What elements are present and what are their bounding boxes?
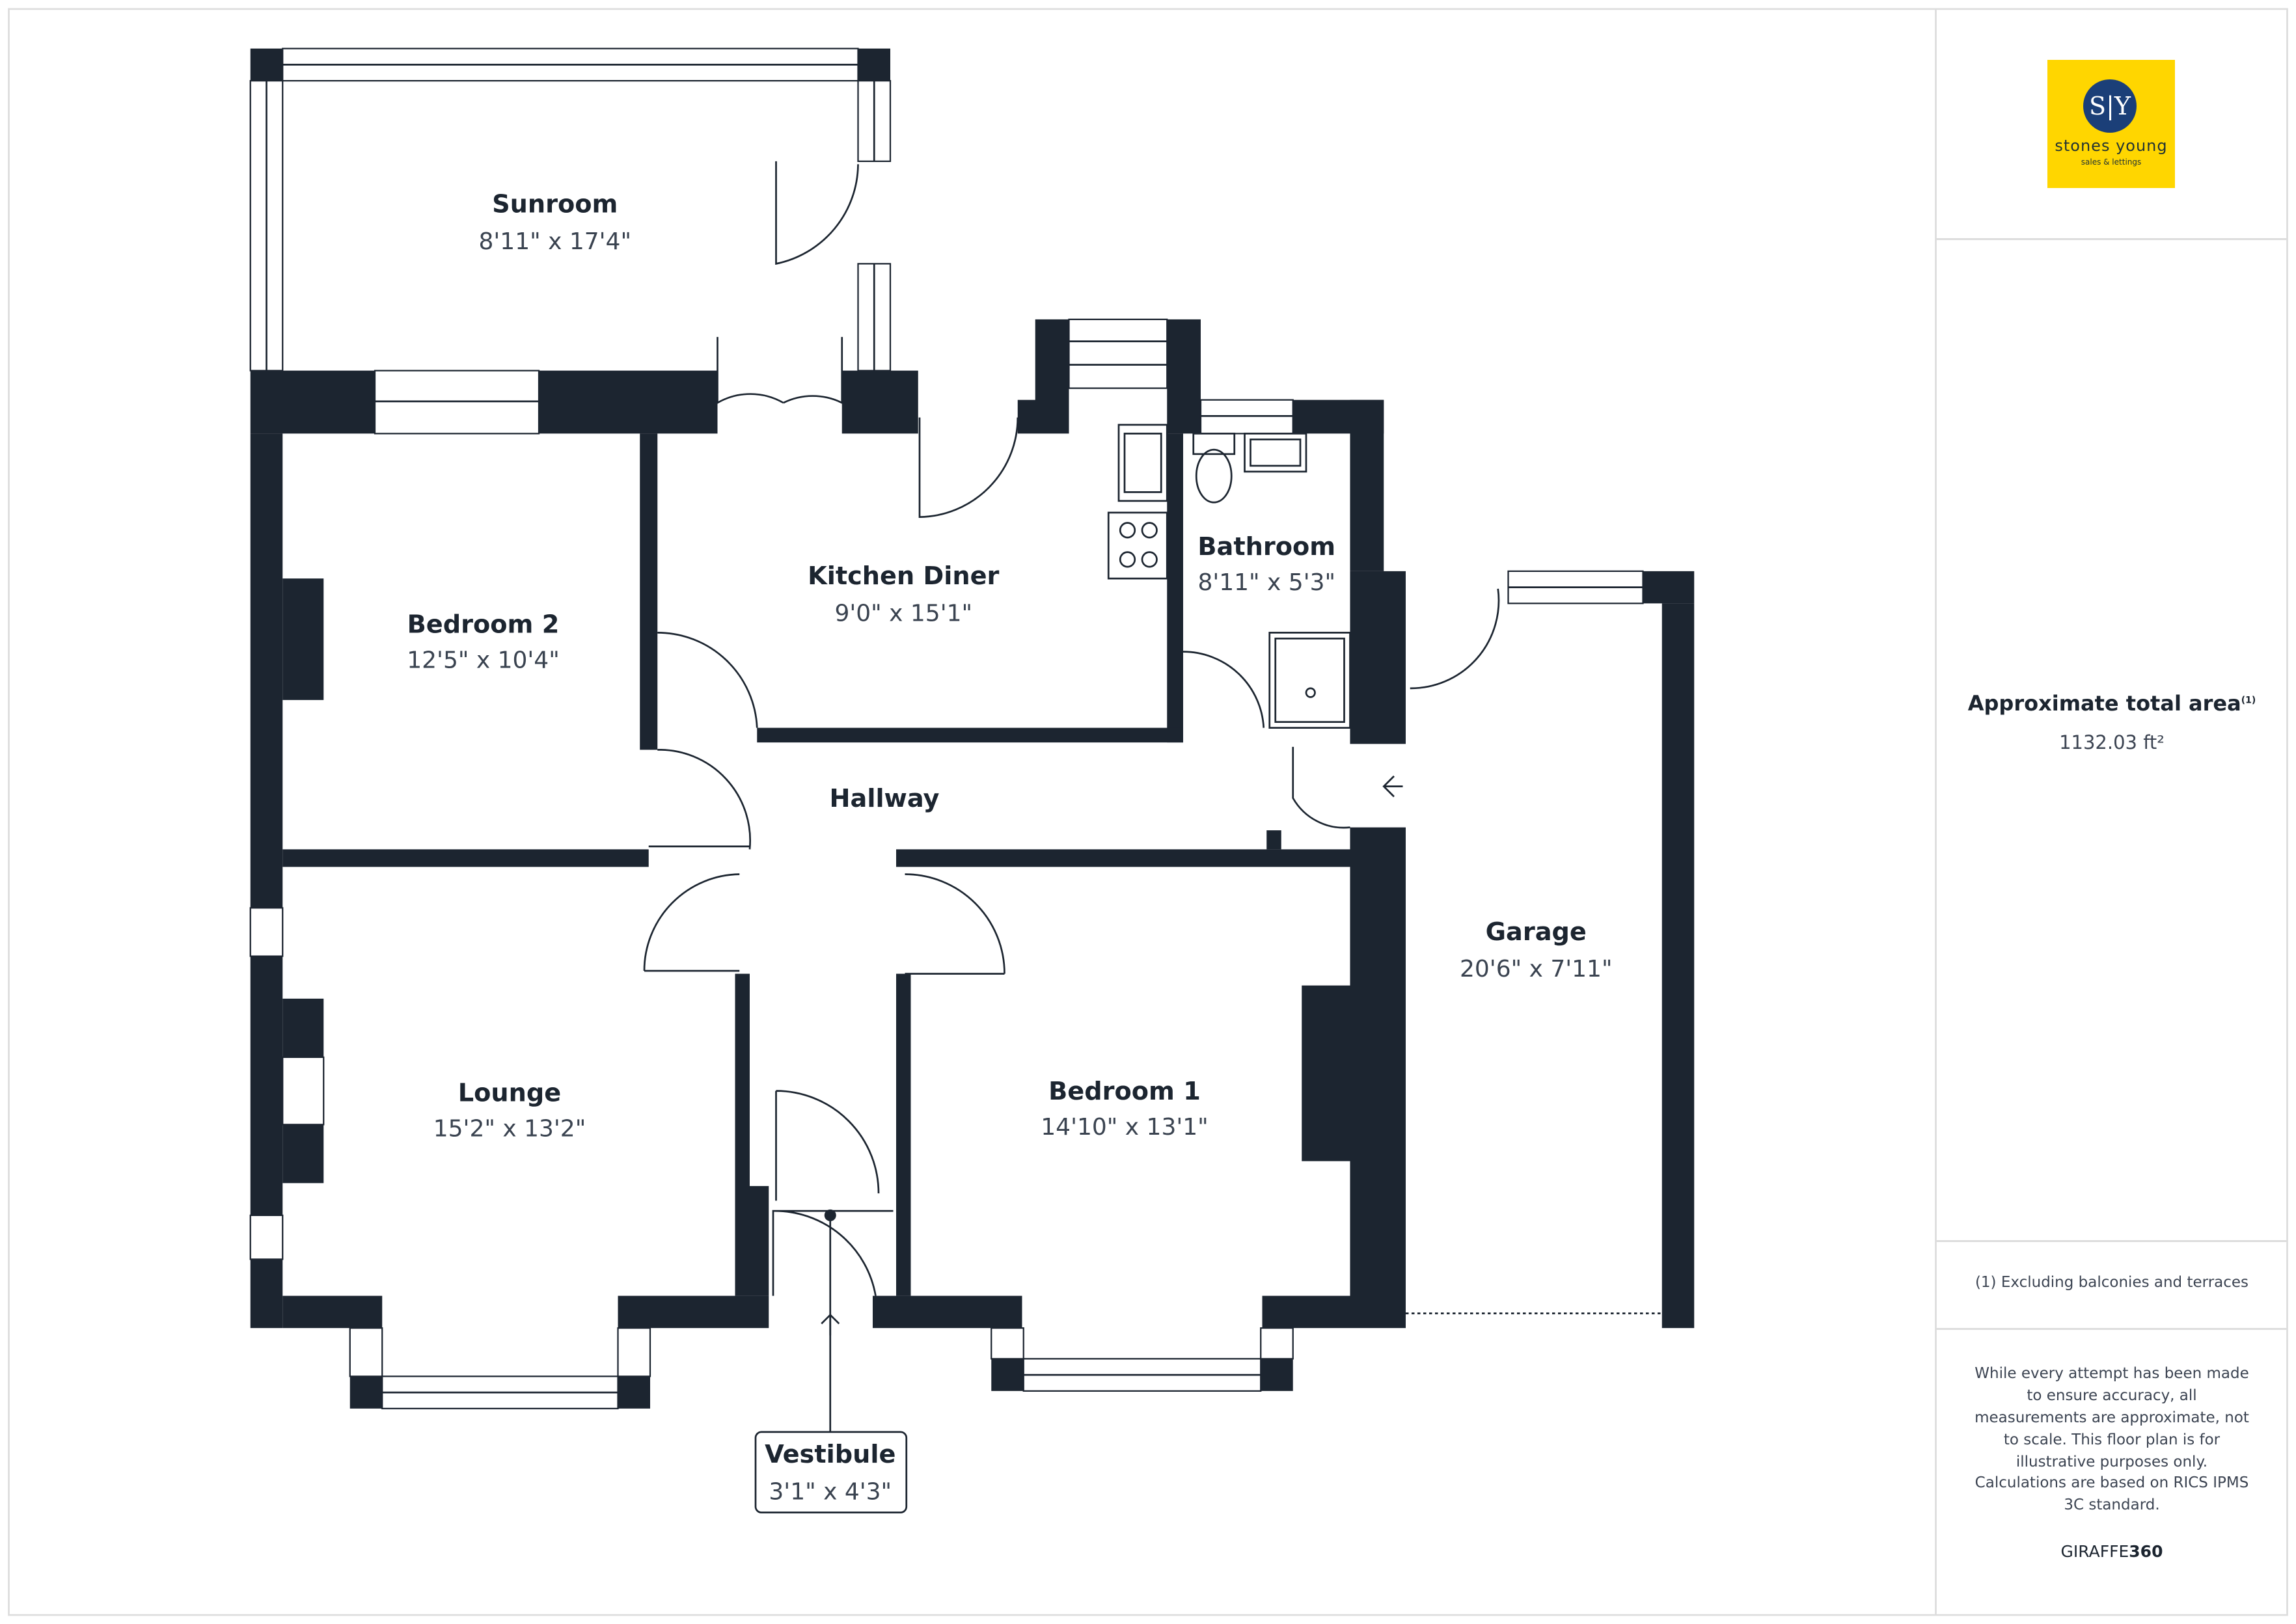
room-name: Sunroom (492, 190, 618, 219)
footnote: (1) Excluding balconies and terraces (1975, 1274, 2249, 1291)
room-dims: 8'11" x 5'3" (1197, 569, 1335, 596)
room-name: Hallway (830, 784, 940, 813)
logo-tagline: sales & lettings (2081, 157, 2142, 167)
area-title: Approximate total area(1) (1936, 691, 2288, 716)
logo-name: stones young (2055, 137, 2168, 155)
divider (1936, 238, 2288, 240)
room-dims: 20'6" x 7'11" (1460, 956, 1613, 982)
credit-number: 360 (2129, 1542, 2163, 1561)
walls (249, 47, 1695, 1409)
room-dims: 3'1" x 4'3" (769, 1478, 892, 1505)
divider (1936, 1240, 2288, 1242)
room-name: Bathroom (1197, 532, 1335, 562)
room-dims: 9'0" x 15'1" (834, 600, 972, 627)
credit-text: GIRAFFE (2060, 1542, 2129, 1561)
area-title-text: Approximate total area (1967, 691, 2241, 716)
entrance-arrow-icon (821, 1313, 840, 1336)
vestibule-marker (824, 1209, 836, 1221)
logo-monogram: S|Y (2083, 79, 2137, 133)
room-name: Vestibule (765, 1440, 895, 1469)
page-border (8, 8, 2288, 1616)
room-name: Lounge (458, 1078, 561, 1107)
divider (1936, 1328, 2288, 1330)
room-name: Bedroom 1 (1048, 1077, 1201, 1106)
room-labels: Sunroom 8'11" x 17'4" Kitchen Diner 9'0"… (407, 190, 1613, 1513)
brand-logo: S|Y stones young sales & lettings (2047, 60, 2175, 188)
room-dims: 14'10" x 13'1" (1041, 1114, 1208, 1141)
disclaimer: While every attempt has been made to ens… (1975, 1365, 2249, 1470)
room-dims: 15'2" x 13'2" (433, 1115, 586, 1142)
room-name: Garage (1486, 917, 1587, 947)
area-footnote-ref: (1) (2241, 695, 2256, 706)
giraffe360-credit: GIRAFFE360 (1936, 1542, 2288, 1561)
area-value: 1132.03 ft² (2059, 731, 2165, 753)
room-name: Kitchen Diner (808, 562, 999, 591)
calc-note: Calculations are based on RICS IPMS 3C s… (1975, 1474, 2249, 1513)
room-dims: 12'5" x 10'4" (407, 647, 560, 673)
room-dims: 8'11" x 17'4" (478, 228, 631, 255)
room-name: Bedroom 2 (407, 610, 560, 639)
fixtures (1107, 424, 1351, 729)
